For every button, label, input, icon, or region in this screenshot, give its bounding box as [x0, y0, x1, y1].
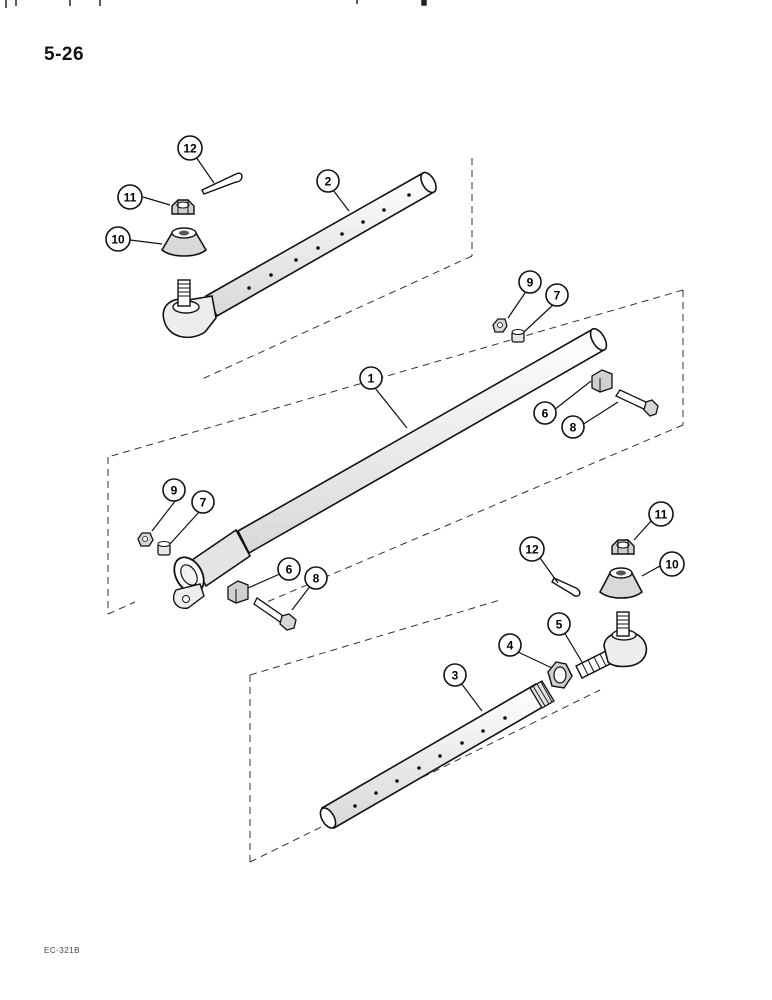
callout-10-lower-label: 10	[665, 558, 679, 572]
callout-8-lower-label: 8	[313, 572, 320, 586]
callout-6-upper: 6	[533, 401, 557, 425]
callout-10-lower: 10	[659, 551, 685, 577]
callout-8-upper-label: 8	[570, 421, 577, 435]
callout-10-upper: 10	[105, 226, 131, 252]
callout-11-lower-label: 11	[655, 508, 668, 522]
callout-7-lower: 7	[191, 490, 215, 514]
figure-code: EC-321B	[44, 946, 80, 955]
dust-boot-upper	[160, 227, 208, 257]
callout-3-label: 3	[452, 669, 459, 683]
upper-tie-rod-end	[162, 279, 217, 339]
callout-8-lower: 8	[304, 566, 328, 590]
callout-4-label: 4	[507, 639, 514, 653]
bushing-lower-7	[157, 541, 171, 556]
upper-tie-rod-tube	[204, 171, 437, 318]
spacer-upper-9	[492, 318, 508, 333]
callout-12-upper: 12	[177, 135, 203, 161]
callout-10-upper-label: 10	[111, 233, 125, 247]
callout-1-label: 1	[368, 372, 375, 386]
callout-5-label: 5	[556, 618, 563, 632]
callout-11-upper-label: 11	[124, 191, 137, 205]
jam-nut-4	[547, 661, 573, 689]
bushing-upper-7	[511, 329, 525, 343]
callout-9-upper-label: 9	[527, 276, 534, 290]
cotter-pin-lower	[551, 577, 581, 597]
page-number: 5-26	[44, 44, 85, 65]
lower-tube	[319, 680, 555, 830]
callout-9-upper: 9	[518, 270, 542, 294]
castle-nut-upper	[171, 199, 195, 215]
callout-5: 5	[547, 612, 571, 636]
callout-2: 2	[316, 169, 340, 193]
callout-11-lower: 11	[648, 501, 674, 527]
callout-8-upper: 8	[561, 415, 585, 439]
callout-12-lower: 12	[519, 536, 545, 562]
tie-rod-end-lower	[575, 611, 648, 679]
castle-nut-lower	[611, 539, 635, 555]
clamp-block-lower-6	[227, 580, 249, 604]
callout-7-upper: 7	[545, 283, 569, 307]
dust-boot-lower	[598, 567, 644, 599]
callout-6-lower-label: 6	[286, 563, 293, 577]
callout-9-lower: 9	[162, 478, 186, 502]
callout-1: 1	[359, 366, 383, 390]
callout-6-upper-label: 6	[542, 407, 549, 421]
bolt-lower-8	[253, 597, 297, 631]
spacer-lower-9	[137, 532, 154, 547]
callout-4: 4	[498, 633, 522, 657]
scan-marks	[5, 0, 427, 8]
callout-3: 3	[443, 663, 467, 687]
center-tube	[172, 327, 608, 609]
bolt-upper-8	[615, 389, 659, 417]
callout-9-lower-label: 9	[171, 484, 178, 498]
cotter-pin-upper	[201, 172, 243, 195]
callout-2-label: 2	[325, 175, 332, 189]
callout-12-upper-label: 12	[183, 142, 197, 156]
callout-7-upper-label: 7	[554, 289, 561, 303]
alignment-lines	[107, 158, 684, 863]
callout-6-lower: 6	[277, 557, 301, 581]
leader-lines	[129, 156, 661, 712]
callout-12-lower-label: 12	[525, 543, 539, 557]
callout-11-upper: 11	[117, 184, 143, 210]
callout-7-lower-label: 7	[200, 496, 207, 510]
clamp-block-upper-6	[591, 369, 613, 393]
